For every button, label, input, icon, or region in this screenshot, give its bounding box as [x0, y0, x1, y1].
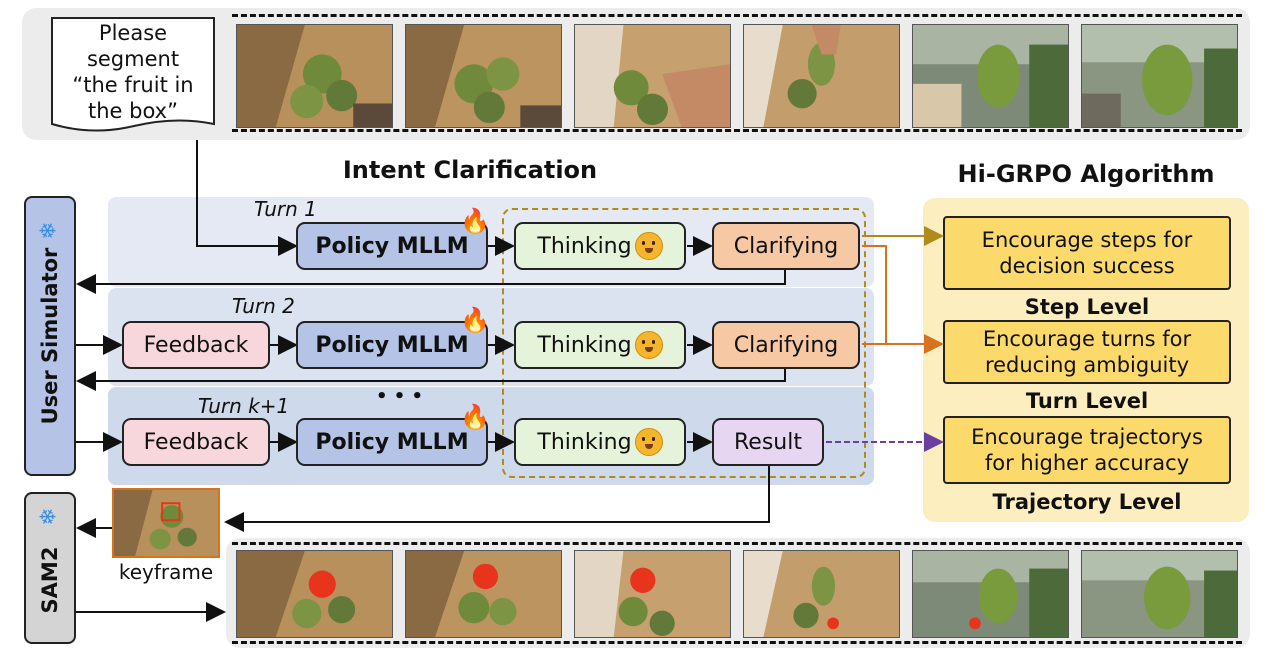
output-frames [236, 550, 1241, 638]
turn-level-label: Turn Level [1025, 389, 1149, 413]
thinking-node: Thinking [514, 222, 686, 270]
trajectory-level-label: Trajectory Level [992, 490, 1182, 514]
feedback-label: Feedback [143, 332, 249, 358]
policy-mllm-node: Policy MLLM [296, 418, 488, 466]
step-level-label: Step Level [1024, 295, 1150, 319]
policy-label: Policy MLLM [315, 429, 469, 455]
clarifying-label: Clarifying [733, 233, 839, 259]
fire-icon: 🔥 [460, 207, 490, 235]
feedback-label: Feedback [143, 429, 249, 455]
result-node: Result [712, 418, 824, 466]
video-frame [405, 24, 562, 128]
video-frame [743, 24, 900, 128]
ellipsis: • • • [376, 386, 424, 407]
output-video-film [232, 542, 1242, 644]
feedback-node: Feedback [122, 321, 270, 369]
segmented-frame [912, 550, 1069, 638]
segmented-frame [236, 550, 393, 638]
intent-clarification-title: Intent Clarification [342, 156, 598, 184]
turn-1-label: Turn 1 [254, 197, 317, 221]
segmented-frame [405, 550, 562, 638]
segmented-frame [1081, 550, 1238, 638]
video-frame [1081, 24, 1238, 128]
clarifying-label: Clarifying [733, 332, 839, 358]
thinking-label: Thinking [537, 332, 632, 358]
sam2-box: SAM2 ❄ [24, 492, 76, 644]
fire-icon: 🔥 [460, 403, 490, 431]
turn-2-label: Turn 2 [232, 294, 295, 318]
trajectory-level-goal: Encourage trajectorys for higher accurac… [943, 416, 1231, 484]
fire-icon: 🔥 [460, 306, 490, 334]
prompt-text: Please segment “the fruit in the box” [72, 21, 194, 123]
happy-face-icon [634, 428, 663, 456]
input-video-film [232, 14, 1242, 132]
keyframe-label: keyframe [118, 560, 214, 584]
hi-grpo-title: Hi-GRPO Algorithm [957, 160, 1215, 188]
feedback-node: Feedback [122, 418, 270, 466]
thinking-label: Thinking [537, 233, 632, 259]
video-frame [912, 24, 1069, 128]
clarifying-node: Clarifying [712, 222, 860, 270]
keyframe-image [112, 488, 220, 558]
thinking-node: Thinking [514, 321, 686, 369]
step-level-goal: Encourage steps for decision success [943, 216, 1231, 290]
thinking-label: Thinking [537, 429, 632, 455]
turn-level-goal: Encourage turns for reducing ambiguity [943, 320, 1231, 384]
policy-mllm-node: Policy MLLM [296, 321, 488, 369]
prompt-note: Please segment “the fruit in the box” [48, 16, 218, 134]
user-simulator-box: User Simulator ❄ [24, 196, 76, 476]
video-frame [574, 24, 731, 128]
output-video-strip [226, 538, 1250, 648]
segmented-frame [574, 550, 731, 638]
thinking-face-icon [634, 232, 663, 260]
thinking-node: Thinking [514, 418, 686, 466]
policy-label: Policy MLLM [315, 332, 469, 358]
video-frame [236, 24, 393, 128]
segmented-frame [743, 550, 900, 638]
clarifying-node: Clarifying [712, 321, 860, 369]
policy-label: Policy MLLM [315, 233, 469, 259]
thinking-face-icon [634, 331, 663, 359]
policy-mllm-node: Policy MLLM [296, 222, 488, 270]
result-label: Result [734, 429, 802, 455]
input-frames [236, 24, 1241, 128]
turn-k-label: Turn k+1 [198, 394, 290, 418]
